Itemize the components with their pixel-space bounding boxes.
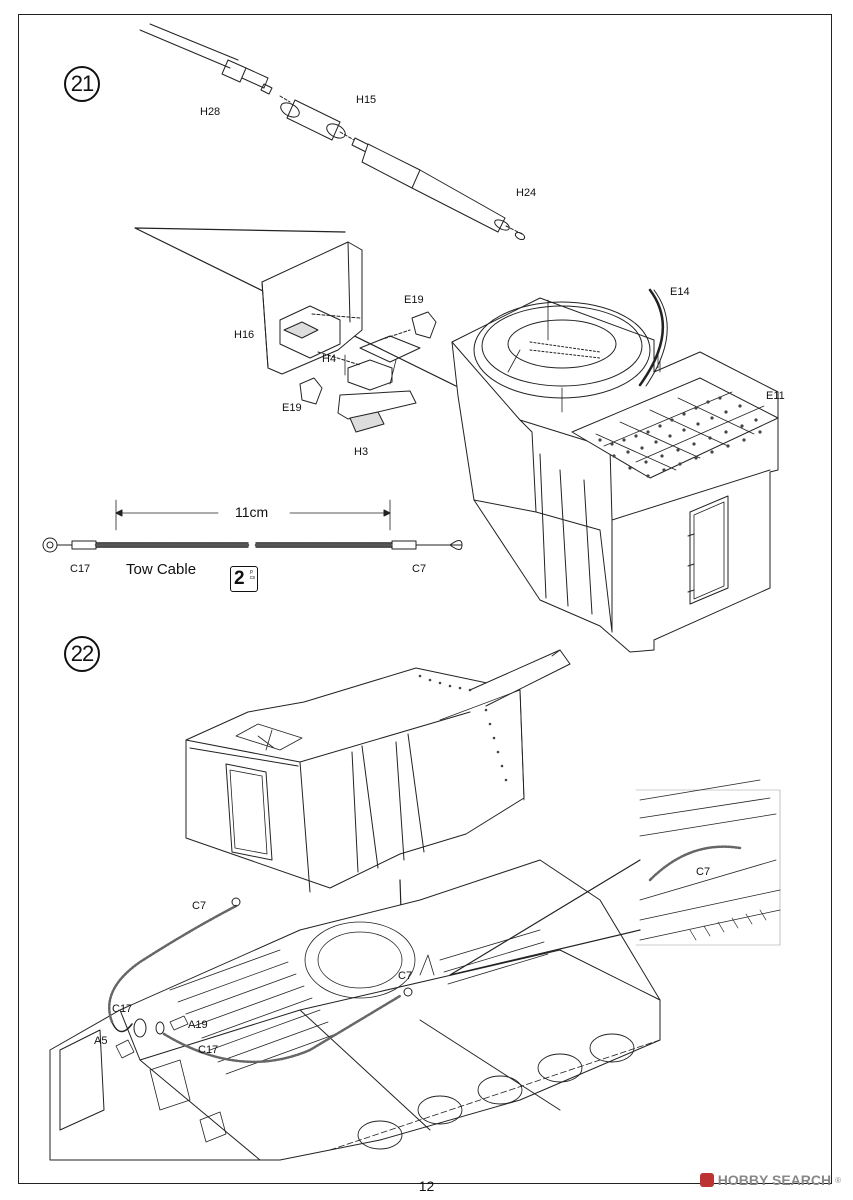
part-label-c17-top: C17 (112, 1003, 133, 1015)
part-label-h15: H15 (356, 94, 377, 106)
step-number-21: 21 (64, 66, 100, 102)
part-label-e19-bottom: E19 (282, 402, 302, 414)
quantity-unit: pcs (250, 569, 255, 581)
part-label-e19-top: E19 (404, 294, 424, 306)
tow-cable-caption: Tow Cable (126, 561, 197, 578)
part-label-e11: E11 (766, 390, 785, 402)
watermark-registered: ® (835, 1175, 841, 1185)
part-label-h3: H3 (354, 446, 369, 458)
part-label-c17-bottom: C17 (198, 1044, 219, 1056)
part-label-c7-inset: C7 (696, 866, 711, 878)
page-frame (18, 14, 832, 1184)
detail-inset (635, 779, 781, 946)
hobbysearch-logo-icon (699, 1173, 714, 1187)
part-label-h16: H16 (234, 329, 255, 341)
part-label-c7-cable: C7 (412, 563, 427, 575)
turret-body (344, 288, 779, 653)
cable-length-dimension: 11cm (233, 504, 271, 520)
turret-assembled (185, 649, 571, 941)
watermark: HOBBY SEARCH ® (699, 1172, 841, 1188)
page-number: 12 (418, 1178, 435, 1194)
watermark-text: HOBBY SEARCH (717, 1172, 832, 1188)
hull-body (49, 859, 661, 1161)
part-label-h24: H24 (516, 187, 537, 199)
part-label-a5: A5 (94, 1035, 108, 1047)
tow-cable-diagram (42, 499, 463, 553)
part-label-a19: A19 (188, 1019, 208, 1031)
part-label-h4: H4 (322, 353, 337, 365)
part-label-c17-cable: C17 (70, 563, 91, 575)
step-number-22: 22 (64, 636, 100, 672)
part-label-h28: H28 (200, 106, 221, 118)
mantlet-interior-parts (261, 241, 437, 433)
quantity-badge: 2 pcs (230, 566, 258, 592)
part-label-e14: E14 (670, 286, 690, 298)
part-label-c7-center: C7 (398, 970, 413, 982)
tow-cable-installed (107, 897, 413, 1064)
part-label-c7-top: C7 (192, 900, 207, 912)
quantity-number: 2 (234, 568, 245, 589)
gun-barrel-assembly (139, 23, 526, 241)
